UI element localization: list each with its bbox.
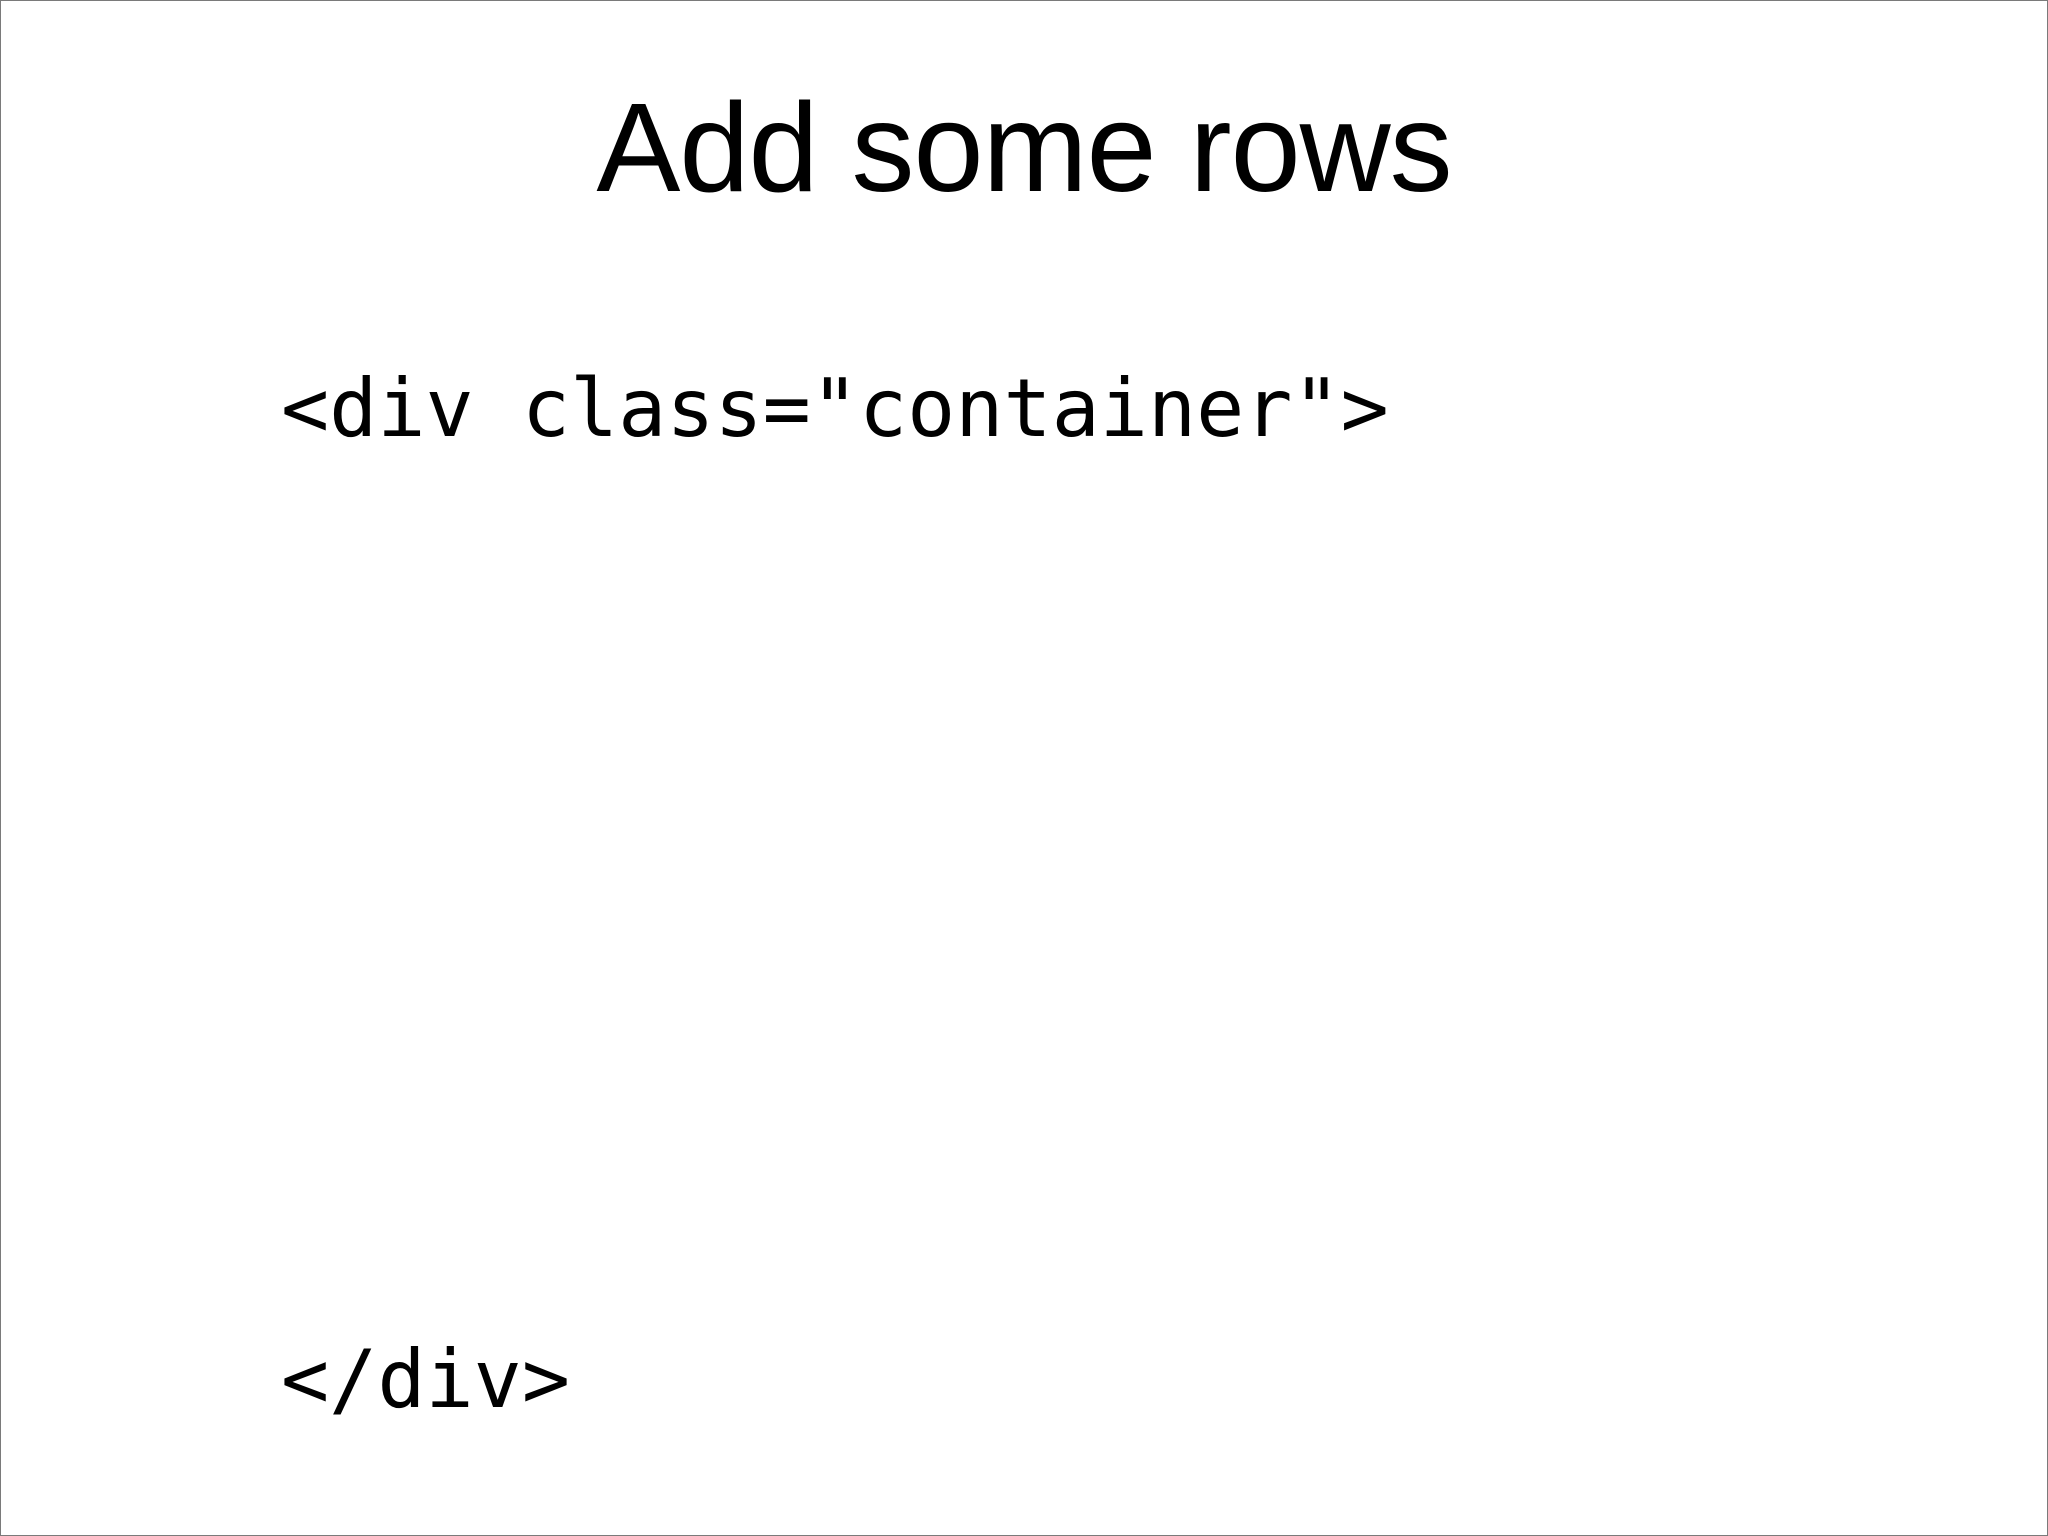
code-close-tag: </div> bbox=[281, 1333, 570, 1426]
code-open-tag: <div class="container"> bbox=[281, 362, 1389, 455]
slide-title: Add some rows bbox=[596, 77, 1452, 218]
